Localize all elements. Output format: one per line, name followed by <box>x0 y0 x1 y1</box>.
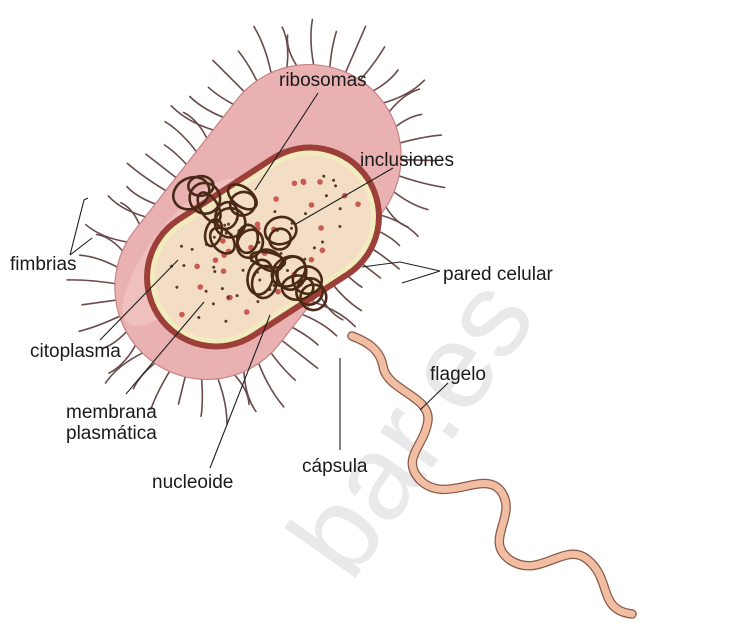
fimbria <box>394 135 441 145</box>
fimbria <box>277 337 317 368</box>
inclusion-dot <box>224 320 227 323</box>
inclusion-dot <box>175 286 178 289</box>
inclusion-dot <box>325 194 328 197</box>
ribosome-dot <box>273 196 279 202</box>
inclusion-dot <box>212 266 215 269</box>
fimbria <box>190 97 229 120</box>
inclusion-dot <box>205 290 208 293</box>
inclusion-dot <box>339 207 342 210</box>
inclusion-dot <box>256 300 259 303</box>
label-capsula: cápsula <box>302 456 368 477</box>
label-flagelo: flagelo <box>430 364 486 385</box>
ribosome-dot <box>179 312 185 318</box>
inclusion-dot <box>213 236 216 239</box>
inclusion-dot <box>242 269 245 272</box>
fimbria <box>171 106 219 132</box>
ribosome-dot <box>221 268 227 274</box>
inclusion-dot <box>258 279 261 282</box>
fimbria <box>244 365 256 411</box>
inclusion-dot <box>321 241 324 244</box>
ribosome-dot <box>292 181 298 187</box>
fimbria <box>254 27 272 79</box>
label-citoplasma: citoplasma <box>30 341 121 362</box>
ribosome-dot <box>317 179 323 185</box>
label-pared-celular: pared celular <box>443 264 554 285</box>
leader-pared <box>362 262 440 271</box>
fimbria <box>165 122 200 157</box>
fimbria <box>216 373 227 424</box>
fimbria <box>389 188 428 210</box>
ribosome-dot <box>213 257 219 263</box>
ribosome-dot <box>198 284 204 290</box>
inclusion-dot <box>290 227 293 230</box>
label-plasmatica: plasmática <box>66 423 157 444</box>
ribosome-dot <box>255 222 261 228</box>
inclusion-dot <box>286 269 289 272</box>
ribosome-dot <box>301 180 307 186</box>
label-fimbrias: fimbrias <box>10 254 77 275</box>
label-ribosomas: ribosomas <box>279 70 367 91</box>
fimbria <box>311 20 315 71</box>
inclusion-dot <box>182 264 185 267</box>
label-inclusiones: inclusiones <box>360 150 454 171</box>
inclusion-dot <box>313 246 316 249</box>
ribosome-dot <box>355 201 361 207</box>
fimbria <box>297 312 337 336</box>
inclusion-dot <box>338 225 341 228</box>
ribosome-dot <box>309 257 315 263</box>
ribosome-dot <box>318 225 324 231</box>
inclusion-dot <box>332 179 335 182</box>
inclusion-dot <box>304 212 307 215</box>
ribosome-dot <box>244 309 250 315</box>
inclusion-dot <box>227 296 230 299</box>
ribosome-dot <box>309 202 315 208</box>
leader-fimbrias <box>70 198 88 255</box>
inclusion-dot <box>221 287 224 290</box>
fimbria <box>393 174 444 188</box>
inclusion-dot <box>180 245 183 248</box>
inclusion-dot <box>191 248 194 251</box>
inclusion-dot <box>212 302 215 305</box>
fimbria <box>79 314 125 332</box>
label-membrana: membrana <box>66 402 157 423</box>
ribosome-dot <box>320 248 326 254</box>
fimbria <box>213 60 248 95</box>
label-nucleoide: nucleoide <box>152 472 233 493</box>
fimbria <box>80 255 123 270</box>
ribosome-dot <box>194 264 200 270</box>
inclusion-dot <box>273 210 276 213</box>
inclusion-dot <box>322 175 325 178</box>
inclusion-dot <box>236 294 239 297</box>
inclusion-dot <box>213 270 216 273</box>
inclusion-dot <box>334 184 337 187</box>
inclusion-dot <box>197 316 200 319</box>
fimbria <box>67 280 121 285</box>
inclusion-dot <box>223 224 226 227</box>
inclusion-dot <box>227 223 230 226</box>
